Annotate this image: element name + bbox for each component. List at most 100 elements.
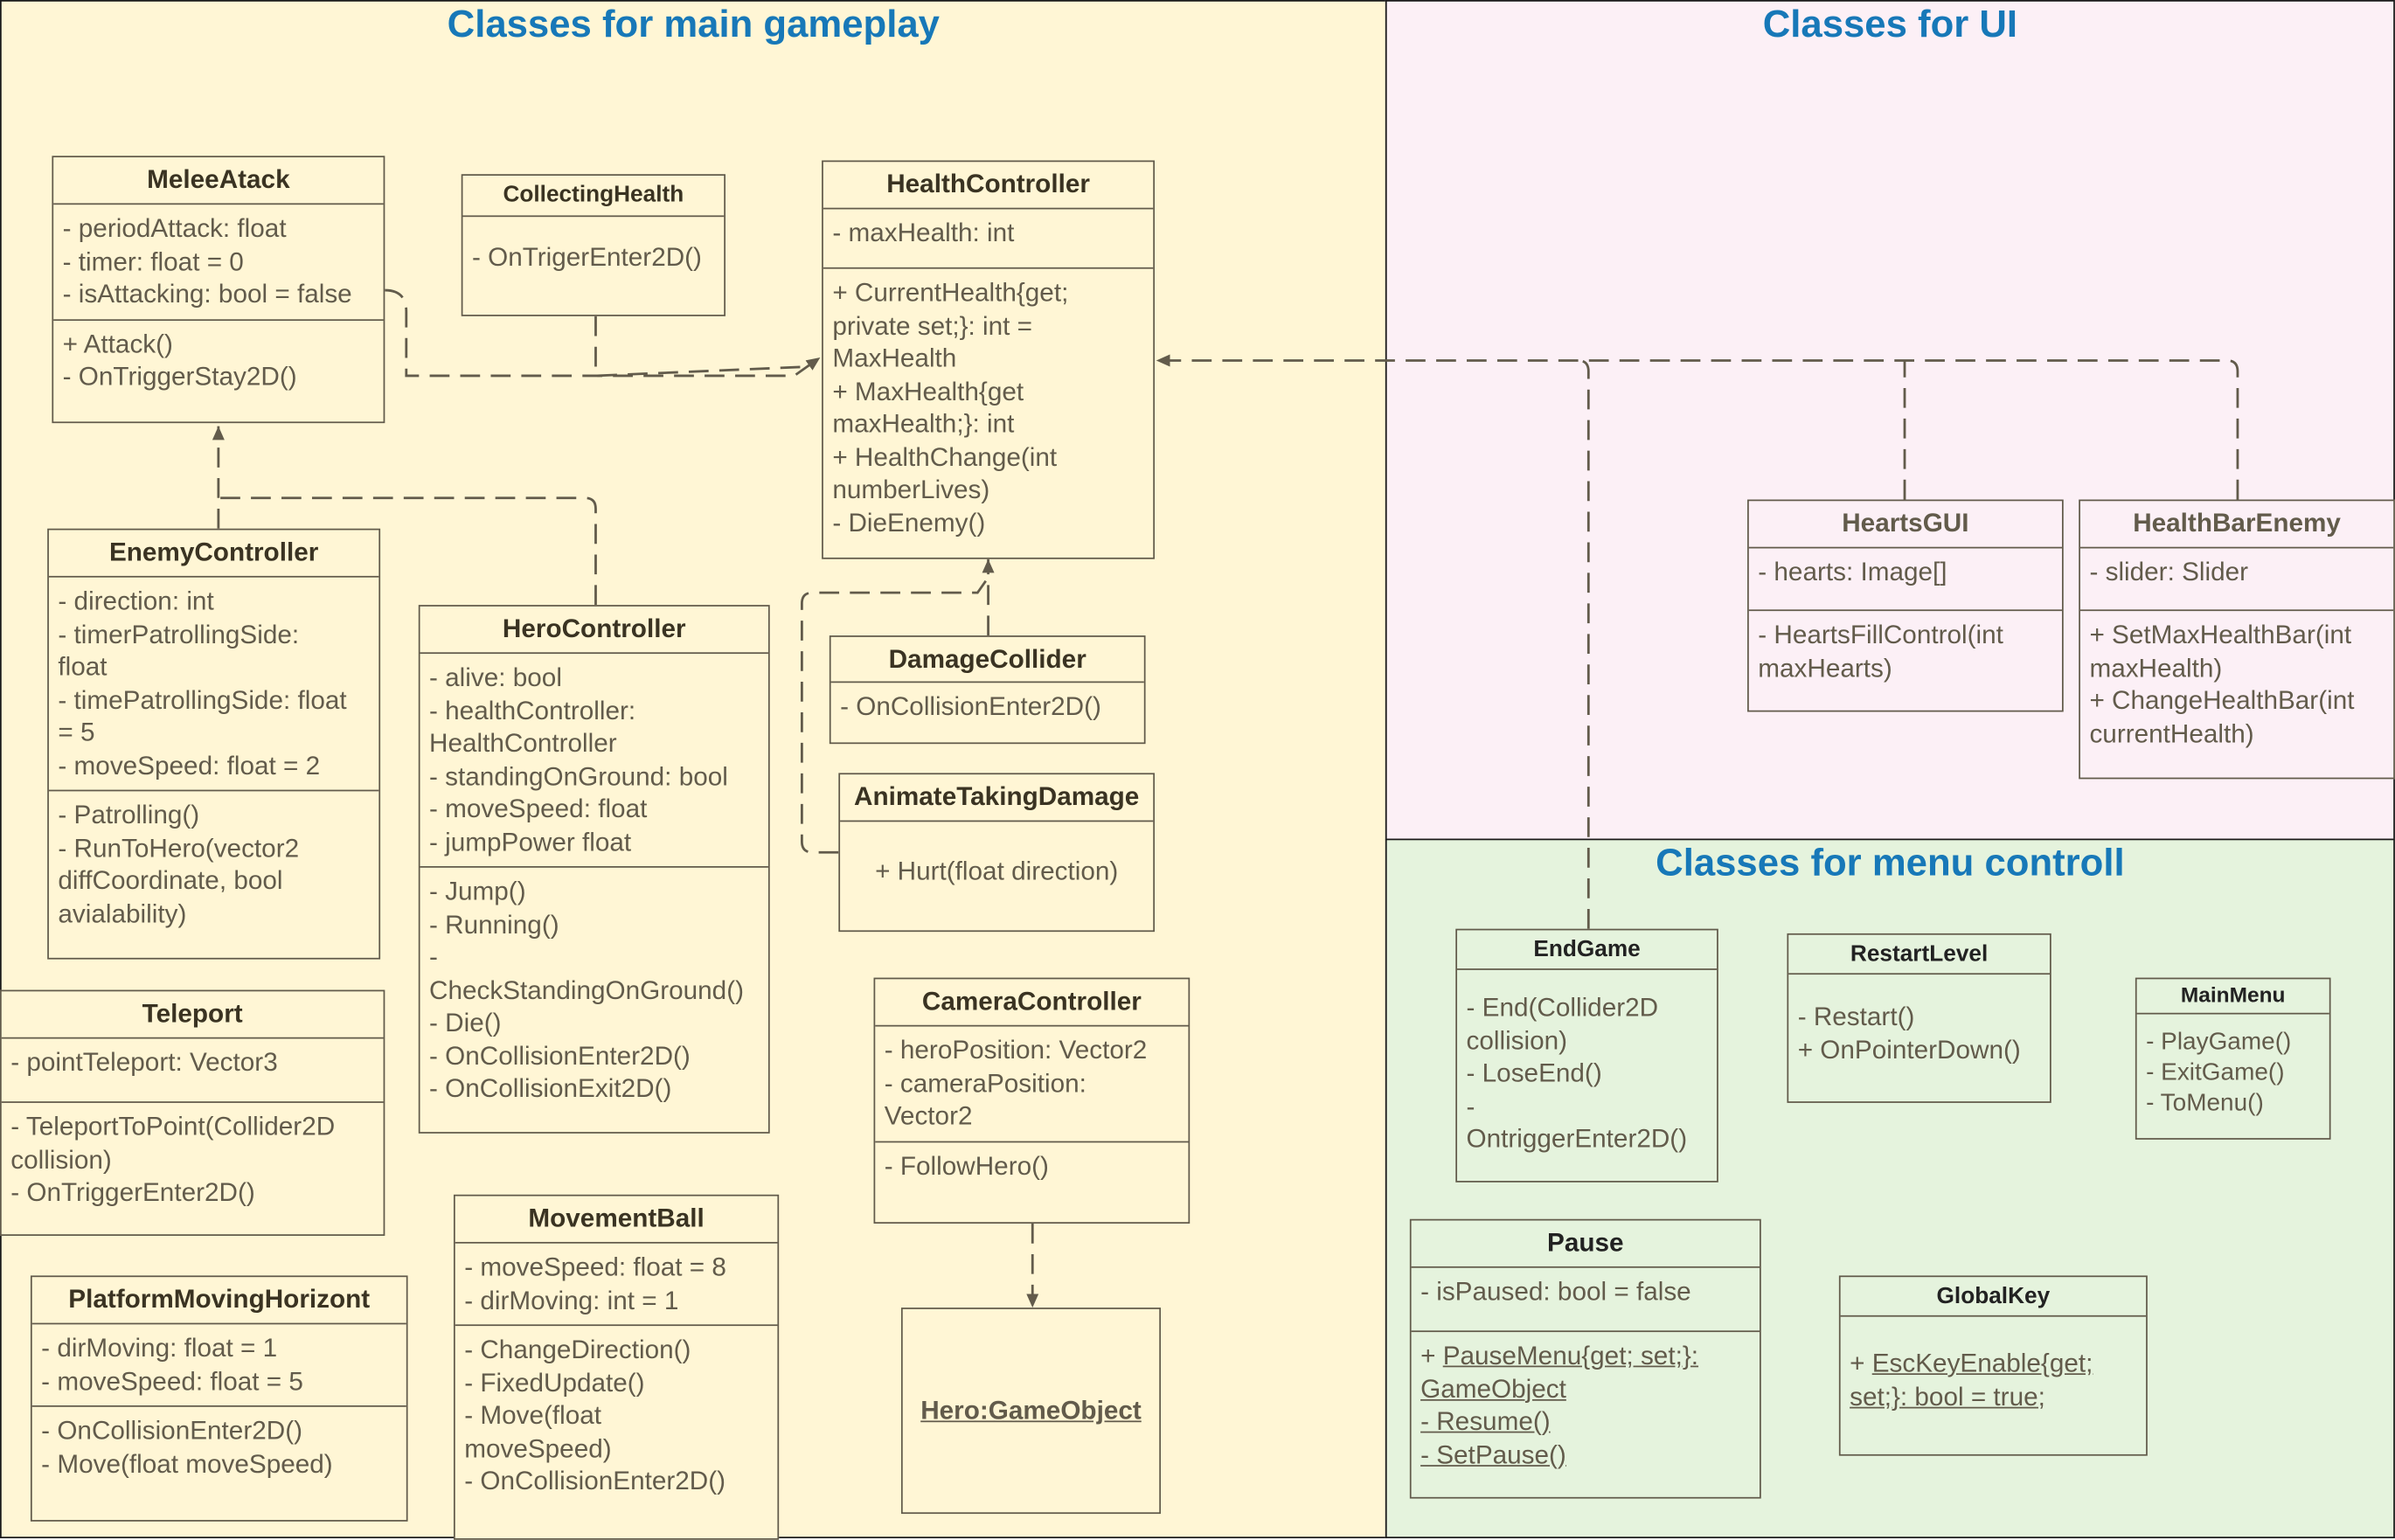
methods: - TeleportToPoint(Collider2D collision) … [2, 1103, 384, 1217]
attribute: - direction: int [58, 586, 214, 616]
connector-ui-health [1156, 354, 2239, 500]
connector-melee-health [385, 288, 822, 378]
class-name: HealthController [823, 162, 1154, 210]
attributes: - isPaused: bool = false [1411, 1268, 1760, 1333]
attributes: - hearts: Image[] [1748, 548, 2062, 612]
method: - HeartsFillControl(int [1758, 620, 2003, 649]
attribute: float [58, 652, 108, 682]
method: - OnCollisionEnter2D() [464, 1466, 726, 1496]
method: - TeleportToPoint(Collider2D [10, 1112, 336, 1141]
class-collecting-health: CollectingHealth - OnTrigerEnter2D() [461, 174, 726, 316]
method: - OnCollisionEnter2D() [429, 1041, 691, 1071]
class-name: AnimateTakingDamage [840, 774, 1154, 822]
method: - OnCollisionExit2D() [429, 1073, 672, 1103]
method: - ToMenu() [2146, 1090, 2264, 1117]
method: + EscKeyEnable{get; [1850, 1349, 2093, 1378]
class-name: RestartLevel [1788, 935, 2051, 975]
attribute: - isPaused: bool = false [1420, 1277, 1691, 1307]
class-animate-taking-damage: AnimateTakingDamage + Hurt(float directi… [838, 773, 1156, 933]
class-name: HealthBarEnemy [2079, 501, 2394, 549]
class-name: EnemyController [48, 530, 379, 578]
object-name: Hero:GameObject [920, 1396, 1142, 1426]
attribute: - hearts: Image[] [1758, 557, 1947, 587]
class-name: EndGame [1457, 930, 1718, 970]
method: + CurrentHealth{get; [832, 278, 1069, 308]
attribute: - moveSpeed: float [429, 794, 648, 824]
methods: - OnTrigerEnter2D() [462, 217, 724, 281]
method: - Jump() [429, 877, 526, 906]
class-restart-level: RestartLevel - Restart() + OnPointerDown… [1787, 933, 2051, 1103]
method: - ExitGame() [2146, 1059, 2285, 1086]
methods: + PauseMenu{get; set;}: GameObject - Res… [1412, 1332, 1760, 1479]
method: - RunToHero(vector2 [58, 833, 300, 863]
connector-collecting-health [594, 316, 810, 378]
attribute: - maxHealth: int [832, 218, 1015, 248]
method: diffCoordinate, bool [58, 866, 283, 896]
attribute: - timer: float = 0 [62, 246, 244, 276]
method: - OnTriggerEnter2D() [10, 1177, 255, 1207]
method: - End(Collider2D [1466, 993, 1659, 1023]
class-main-menu: MainMenu - PlayGame() - ExitGame() - ToM… [2135, 977, 2331, 1140]
methods: - HeartsFillControl(int maxHearts) [1749, 611, 2062, 692]
methods: - OnCollisionEnter2D() - Move(float move… [32, 1407, 406, 1488]
connector-hero-melee [218, 496, 597, 606]
method: - Resume() [1420, 1406, 1551, 1436]
attributes: - pointTeleport: Vector3 [1, 1039, 384, 1103]
class-name: Pause [1411, 1220, 1760, 1268]
attribute: - periodAttack: float [62, 213, 287, 243]
methods: + CurrentHealth{get; private set;}: int … [823, 269, 1153, 547]
attribute: Vector2 [884, 1101, 973, 1131]
method: + Attack() [62, 329, 173, 358]
methods: - OnCollisionEnter2D() [831, 683, 1144, 731]
attribute: - healthController: [429, 696, 636, 725]
attributes: - moveSpeed: float = 8 - dirMoving: int … [455, 1244, 778, 1327]
method: collision) [10, 1144, 112, 1175]
method: - ChangeDirection() [464, 1335, 691, 1364]
attribute: - heroPosition: Vector2 [884, 1036, 1148, 1065]
method: GameObject [1420, 1374, 1566, 1404]
methods: - ChangeDirection() - FixedUpdate() - Mo… [455, 1326, 778, 1505]
method: + MaxHealth{get [832, 376, 1024, 406]
method: - Patrolling() [58, 800, 200, 830]
methods: - FollowHero() [875, 1141, 1188, 1190]
method: moveSpeed) [464, 1433, 612, 1463]
class-name: MovementBall [455, 1197, 778, 1244]
method: - [1466, 1091, 1475, 1121]
attribute: - moveSpeed: float = 5 [41, 1366, 303, 1396]
method: + HealthChange(int [832, 441, 1058, 472]
class-teleport: Teleport - pointTeleport: Vector3 - Tele… [0, 989, 385, 1236]
class-name: Teleport [1, 991, 384, 1039]
class-camera-controller: CameraController - heroPosition: Vector2… [873, 977, 1191, 1224]
attribute: - slider: Slider [2089, 557, 2249, 587]
method: CheckStandingOnGround() [429, 975, 745, 1005]
method: maxHealth) [2089, 653, 2223, 683]
class-global-key: GlobalKey + EscKeyEnable{get; set;}: boo… [1838, 1275, 2148, 1456]
method: maxHearts) [1758, 653, 1892, 683]
class-melee-atack: MeleeAtack - periodAttack: float - timer… [52, 156, 385, 424]
class-name: GlobalKey [1840, 1277, 2147, 1317]
class-name: PlatformMovingHorizont [31, 1277, 406, 1325]
method: + ChangeHealthBar(int [2089, 685, 2355, 715]
class-health-bar-enemy: HealthBarEnemy - slider: Slider + SetMax… [2079, 499, 2395, 780]
class-hearts-gui: HeartsGUI - hearts: Image[] - HeartsFill… [1747, 499, 2064, 712]
class-name: CameraController [875, 979, 1189, 1027]
attribute: - moveSpeed: float = 8 [464, 1252, 726, 1282]
class-movement-ball: MovementBall - moveSpeed: float = 8 - di… [453, 1194, 780, 1540]
method: collision) [1466, 1025, 1568, 1055]
attribute: - dirMoving: float = 1 [41, 1333, 278, 1363]
class-damage-collider: DamageCollider - OnCollisionEnter2D() [829, 635, 1146, 745]
method: + Hurt(float direction) [875, 857, 1119, 886]
methods: - End(Collider2D collision) - LoseEnd() … [1457, 970, 1717, 1163]
connector-animate-health [800, 576, 989, 854]
attribute: - timePatrollingSide: float [58, 684, 347, 715]
methods: + SetMaxHealthBar(int maxHealth) + Chang… [2080, 611, 2393, 758]
attributes: - periodAttack: float - timer: float = 0… [53, 205, 384, 321]
connector-endgame-health [1577, 359, 1590, 929]
methods: - Patrolling() - RunToHero(vector2 diffC… [49, 791, 378, 938]
methods: + Attack() - OnTriggerStay2D() [53, 320, 383, 401]
method: - [429, 942, 438, 972]
methods: - Restart() + OnPointerDown() [1788, 975, 2050, 1074]
attribute: HealthController [429, 728, 617, 758]
